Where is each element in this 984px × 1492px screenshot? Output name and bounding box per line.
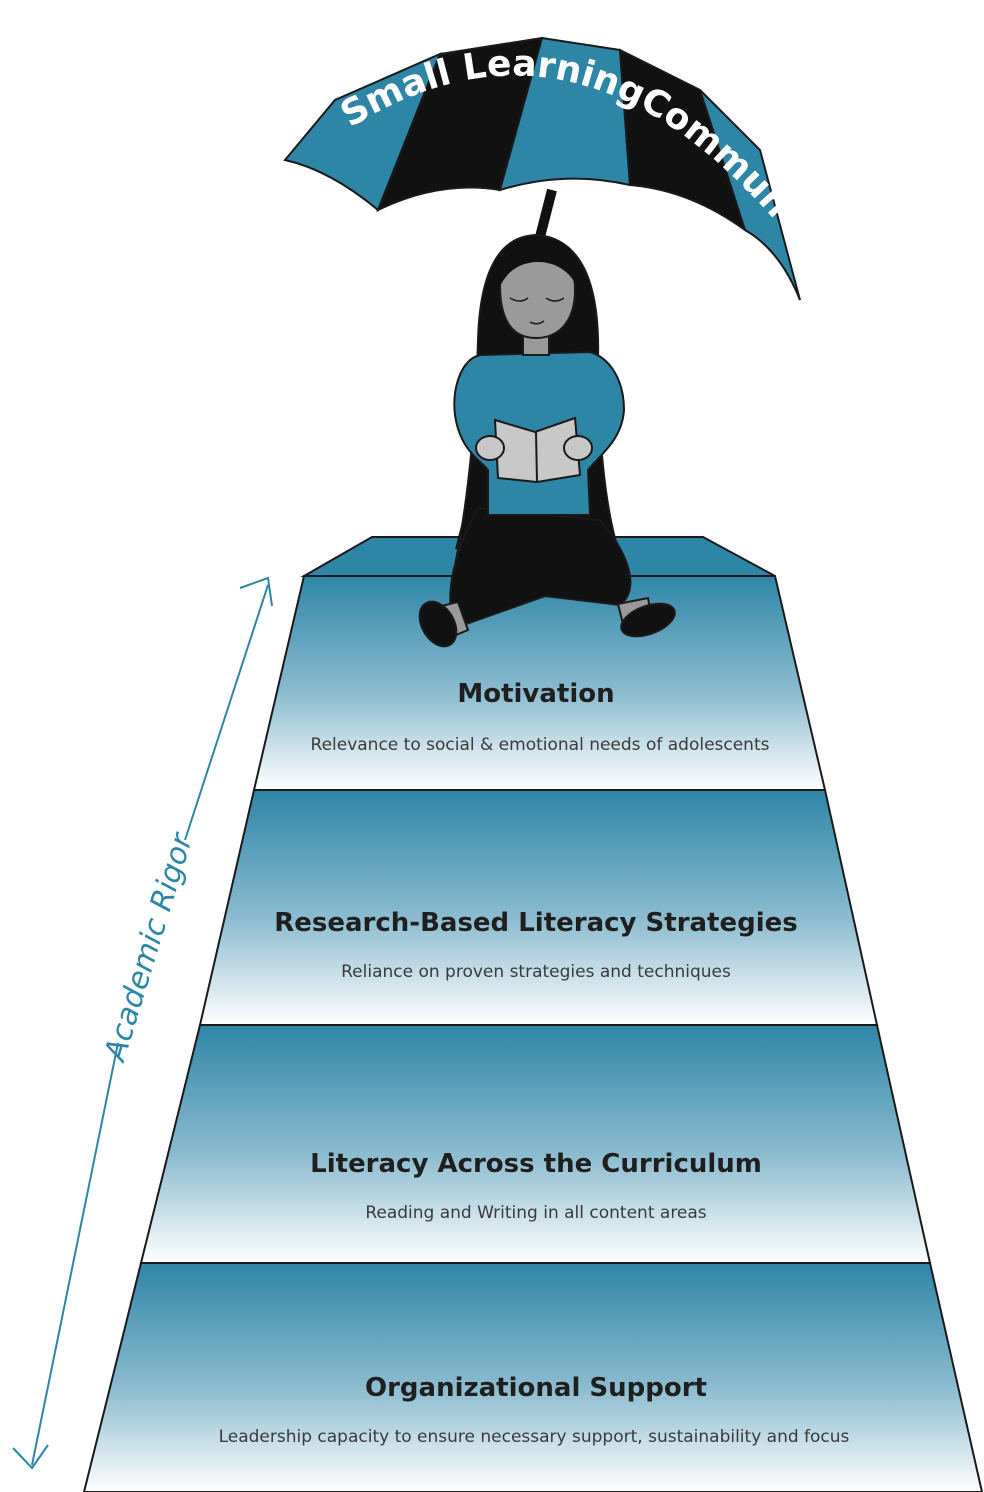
axis-line-upper <box>184 584 269 841</box>
right-eye-icon <box>545 297 565 302</box>
book-spine <box>535 431 538 483</box>
tier-literacy-shape <box>139 1024 932 1264</box>
tier-literacy: Literacy Across the Curriculum Reading a… <box>139 1024 932 1264</box>
academic-rigor-axis <box>12 576 273 1470</box>
tier-research: Research-Based Literacy Strategies Relia… <box>198 789 879 1026</box>
umbrella <box>283 36 801 301</box>
tier-literacy-subtitle: Reading and Writing in all content areas <box>365 1203 706 1223</box>
book <box>493 416 582 484</box>
tier-literacy-title: Literacy Across the Curriculum <box>310 1149 762 1179</box>
left-eye-icon <box>509 297 529 302</box>
tier-research-title: Research-Based Literacy Strategies <box>274 908 798 938</box>
tier-organizational-shape <box>82 1262 984 1492</box>
arrow-up-icon <box>239 576 273 607</box>
mouth <box>529 320 545 325</box>
axis-line-lower <box>31 1042 119 1466</box>
left-shoe <box>418 600 458 648</box>
axis-label: Academic Rigor <box>97 828 200 1067</box>
legs <box>449 506 632 630</box>
arrow-down-icon <box>12 1444 49 1470</box>
tier-research-subtitle: Reliance on proven strategies and techni… <box>341 962 731 982</box>
reading-girl <box>418 233 676 648</box>
tier-organizational-subtitle: Leadership capacity to ensure necessary … <box>219 1427 850 1447</box>
right-hand <box>563 435 593 461</box>
tier-organizational: Organizational Support Leadership capaci… <box>82 1262 984 1492</box>
pyramid: Motivation Relevance to social & emotion… <box>82 536 984 1492</box>
tier-motivation: Motivation Relevance to social & emotion… <box>252 575 827 791</box>
tier-motivation-title: Motivation <box>457 679 614 709</box>
bangs <box>497 238 581 292</box>
umbrella-panel-5 <box>699 89 801 301</box>
tier-motivation-subtitle: Relevance to social & emotional needs of… <box>311 735 770 755</box>
tier-organizational-title: Organizational Support <box>365 1373 707 1403</box>
right-shoe <box>620 602 676 638</box>
left-hand <box>475 435 505 461</box>
